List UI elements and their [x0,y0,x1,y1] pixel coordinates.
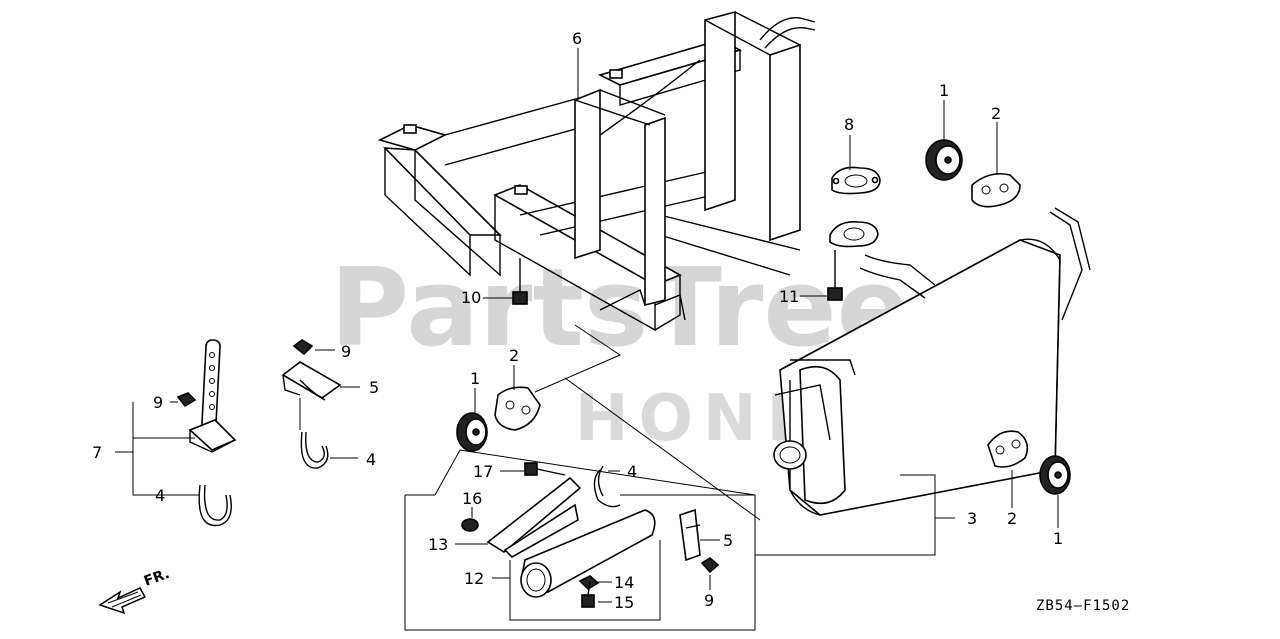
bolt-part-11 [827,250,843,301]
front-direction-arrow: FR. [98,566,172,615]
rubber-mount-part-2-top [971,172,1021,208]
bolt-part-17 [524,462,566,476]
callout-1-right: 1 [1053,529,1063,548]
callout-7: 7 [92,443,102,462]
u-bolt-part-4-mid [300,431,329,469]
watermark-text: PartsTree [330,246,910,371]
callout-16: 16 [462,489,482,508]
callout-2-right: 2 [1007,509,1017,528]
callout-4-mid: 4 [366,450,376,469]
callout-5-box: 5 [723,531,733,550]
bolt-part-10 [512,258,528,305]
clamp-assembly-part-7 [188,339,237,527]
callout-15: 15 [614,593,634,612]
front-label: FR. [142,566,172,590]
callout-2-top: 2 [991,104,1001,123]
u-bolt-part-4-box [593,465,621,508]
callout-1-mid: 1 [470,369,480,388]
callout-14: 14 [614,573,634,592]
callout-9-mid: 9 [341,342,351,361]
nut-part-14 [578,575,600,591]
rubber-mount-part-1-mid [456,412,488,452]
callout-9-box: 9 [704,591,714,610]
callout-12: 12 [464,569,484,588]
callout-2-mid: 2 [509,346,519,365]
callout-6: 6 [572,29,582,48]
gasket-part-8 [829,166,881,248]
nut-part-9-box [700,557,720,574]
callout-9-left: 9 [153,393,163,412]
callout-1-top: 1 [939,81,949,100]
callout-8: 8 [844,115,854,134]
rubber-mount-part-1-top [925,139,963,181]
diagram-code: ZB54—F1502 [1036,598,1130,614]
frame-part [377,10,816,332]
stay-part-13 [486,476,582,558]
callout-4-box: 4 [627,462,637,481]
nut-part-9-mid [292,339,314,356]
callout-10: 10 [461,288,481,307]
clamp-part-5-box [679,508,701,562]
clamp-part-5-mid [281,361,342,401]
muffler-protector-part-12 [520,509,656,598]
callout-5-mid: 5 [369,378,379,397]
callout-13: 13 [428,535,448,554]
nut-part-9-left [176,392,197,408]
rubber-mount-part-2-mid [494,386,541,431]
rubber-mount-part-2-right [987,430,1029,468]
washer-part-16 [461,518,479,532]
callout-17: 17 [473,462,493,481]
callout-3: 3 [967,509,977,528]
rubber-mount-part-1-right [1039,455,1071,495]
callout-11: 11 [779,287,799,306]
callout-4-left: 4 [155,486,165,505]
bolt-part-15 [581,581,595,608]
